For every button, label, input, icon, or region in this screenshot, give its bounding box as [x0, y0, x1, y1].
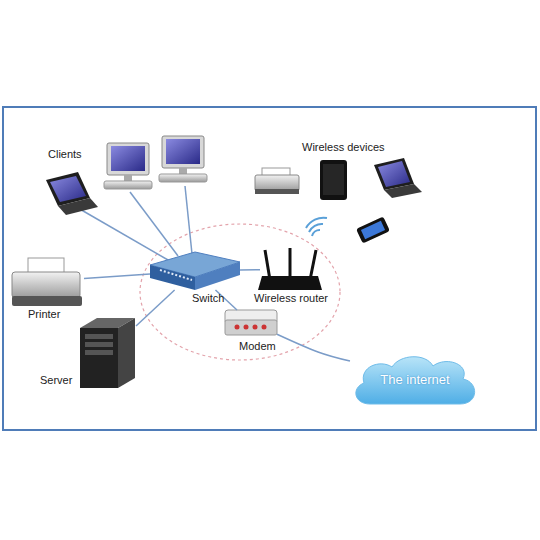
client-laptop: [46, 172, 98, 215]
router-icon: [258, 248, 322, 290]
printer-icon: [12, 296, 82, 306]
server-icon: [85, 334, 113, 339]
router-node: Wireless router: [260, 248, 322, 290]
client-laptop: [50, 176, 86, 202]
wifi-waves: [306, 218, 327, 228]
client-desktop: [111, 146, 145, 171]
phone: [361, 221, 385, 239]
group-label: Wireless devices: [302, 141, 385, 154]
wireless-laptop: [374, 158, 414, 190]
modem-icon: [225, 320, 277, 335]
wifi-waves: [306, 218, 327, 236]
phone: [356, 216, 390, 243]
server-node: Server: [78, 318, 136, 388]
client-desktop: [104, 181, 152, 189]
modem-node: Modem: [225, 310, 277, 336]
phone: [356, 216, 390, 243]
router-icon: [289, 248, 292, 280]
client-desktop: [159, 136, 207, 182]
network-cable: [84, 274, 150, 278]
device-label: Wireless router: [254, 292, 328, 305]
client-wire: [78, 186, 192, 260]
group-label: Clients: [48, 148, 82, 161]
switch-icon: [160, 270, 192, 280]
network-cable: [240, 269, 260, 271]
device-label: Printer: [28, 308, 60, 321]
router-icon: [265, 250, 270, 280]
wireless-laptop: [384, 184, 422, 198]
tablet: [323, 164, 344, 195]
client-desktop: [166, 139, 200, 164]
modem-icon: [225, 310, 277, 335]
switch-icon: [150, 252, 240, 290]
server-icon: [80, 328, 118, 388]
client-desktop: [104, 143, 152, 189]
client-laptop: [58, 198, 98, 215]
server-icon: [118, 318, 135, 388]
printer-node: Printer: [10, 256, 84, 306]
cloud-node: The internet: [350, 352, 480, 407]
server-icon: [80, 318, 135, 388]
device-label: Server: [40, 374, 72, 387]
modem-icon: [244, 325, 249, 330]
wireless-printer: [255, 189, 299, 194]
tablet: [320, 160, 347, 200]
wireless-printer: [255, 168, 299, 194]
network-cable: [136, 290, 175, 326]
modem-icon: [253, 325, 258, 330]
router-icon: [258, 276, 322, 290]
modem-icon: [235, 325, 240, 330]
wireless-laptop: [378, 161, 410, 187]
wifi-waves: [309, 224, 323, 232]
client-desktop: [162, 136, 204, 168]
client-wire: [185, 186, 192, 254]
client-desktop: [107, 143, 149, 175]
switch-node: Switch: [150, 252, 240, 290]
client-desktop: [179, 168, 187, 174]
client-desktop: [159, 174, 207, 182]
frame: [3, 107, 536, 430]
printer-icon: [12, 258, 82, 306]
wifi-waves: [312, 230, 320, 236]
network-cable: [277, 334, 350, 361]
wireless-laptop: [374, 158, 422, 198]
device-label: Switch: [192, 292, 224, 305]
server-icon: [85, 342, 113, 347]
tablet: [320, 160, 347, 200]
modem-icon: [262, 325, 267, 330]
server-icon: [85, 350, 113, 355]
wireless-printer: [255, 175, 299, 191]
client-wire: [130, 192, 178, 256]
switch-icon: [195, 262, 240, 290]
device-label: Modem: [239, 340, 276, 353]
client-wire: [78, 208, 168, 260]
cloud-label: The internet: [350, 352, 480, 407]
printer-icon: [12, 272, 80, 298]
router-icon: [310, 250, 316, 280]
client-desktop: [124, 175, 132, 181]
switch-icon: [150, 265, 195, 290]
